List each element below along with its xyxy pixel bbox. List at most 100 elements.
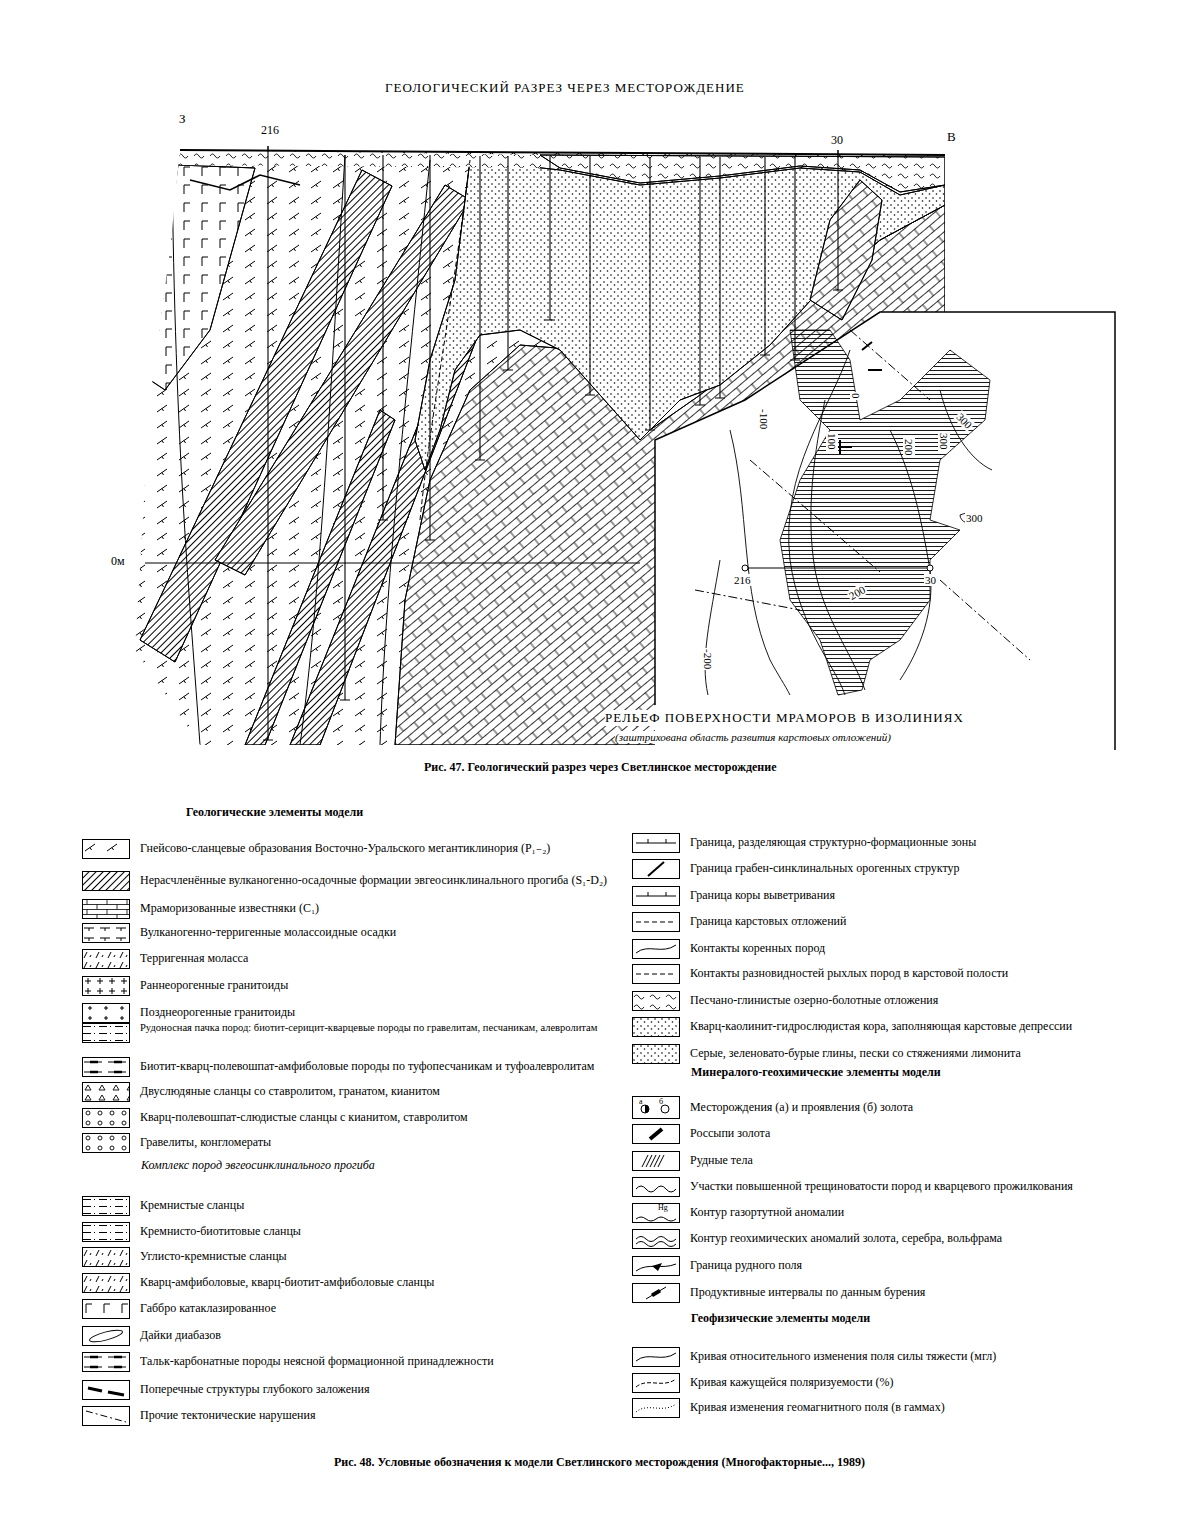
legend-text: Тальк-карбонатные породы неясной формаци… (140, 1355, 494, 1369)
legend-text: Кремнисто-биотитовые сланцы (140, 1225, 301, 1239)
legend-swatch (632, 1017, 680, 1037)
legend-heading: Комплекс пород эвгеосинклинального проги… (140, 1159, 376, 1172)
page-title: ГЕОЛОГИЧЕСКИЙ РАЗРЕЗ ЧЕРЕЗ МЕСТОРОЖДЕНИЕ (385, 80, 745, 96)
legend-swatch (632, 991, 680, 1011)
legend-text: Вулканогенно-терригенные молассоидные ос… (140, 926, 396, 940)
legend-swatch (82, 1380, 130, 1400)
legend-text: Углисто-кремнистые сланцы (140, 1250, 287, 1264)
symbol-text: а (638, 1098, 644, 1107)
legend-text: Кривая кажущейся поляризуемости (%) (690, 1376, 894, 1390)
legend-text: Граница коры выветривания (690, 889, 835, 903)
contour-number: 300 (965, 512, 984, 524)
legend-swatch (632, 1256, 680, 1276)
legend-text: Граница грабен-синклинальных орогенных с… (690, 862, 960, 876)
section-label: В (946, 130, 957, 144)
legend-swatch (82, 1352, 130, 1372)
section-label: 0м (110, 555, 126, 568)
legend-text: Продуктивные интервалы по данным бурения (690, 1286, 925, 1300)
legend-swatch (632, 1044, 680, 1064)
legend-swatch (632, 1124, 680, 1144)
contour-number: 0 (850, 392, 862, 400)
legend-swatch (632, 1203, 680, 1223)
inset-heading: РЕЛЬЕФ ПОВЕРХНОСТИ МРАМОРОВ В ИЗОЛИНИЯХ (605, 710, 964, 726)
inset-map-outline (600, 310, 1118, 752)
section-label: 30 (830, 134, 844, 147)
legend-text: Биотит-кварц-полевошпат-амфиболовые поро… (140, 1060, 594, 1074)
legend-swatch (632, 1347, 680, 1367)
legend-text: Кварц-каолинит-гидрослюдистая кора, запо… (690, 1020, 1072, 1034)
legend-swatch (82, 871, 130, 891)
legend-swatch (82, 1133, 130, 1153)
symbol-text: б (658, 1098, 664, 1107)
contour-number: -200 (702, 648, 714, 670)
legend-swatch (632, 964, 680, 984)
section-label: З (178, 112, 187, 126)
legend-swatch (632, 886, 680, 906)
legend-swatch (82, 1023, 130, 1043)
legend-text: Кривая относительного изменения поля сил… (690, 1350, 996, 1364)
legend-swatch (632, 1398, 680, 1418)
legend-text: Граница карстовых отложений (690, 915, 846, 929)
legend-text: Прочие тектонические нарушения (140, 1409, 315, 1423)
legend-swatch (82, 1108, 130, 1128)
figure-caption: Рис. 47. Геологический разрез через Свет… (424, 760, 776, 775)
legend-text: Контур геохимических аномалий золота, се… (690, 1232, 1002, 1246)
contour-number: 100 (826, 432, 838, 451)
legend-text: Мраморизованные известняки (C₁) (140, 902, 319, 916)
contour-number: 200 (903, 438, 915, 457)
contour-number: 216 (733, 574, 752, 586)
legend-text: Рудные тела (690, 1154, 753, 1168)
legend-text: Гравелиты, конгломераты (140, 1136, 271, 1150)
legend-text: Раннеорогенные гранитоиды (140, 979, 288, 993)
legend-swatch (82, 1247, 130, 1267)
legend-swatch (632, 859, 680, 879)
legend-text: Граница, разделяющая структурно-формацио… (690, 836, 976, 850)
legend-swatch (82, 1003, 130, 1023)
legend-text: Участки повышенной трещиноватости пород … (690, 1180, 1073, 1194)
legend-text: Контакты коренных пород (690, 942, 825, 956)
legend-heading: Геофизические элементы модели (690, 1312, 871, 1325)
legend-swatch (82, 1406, 130, 1426)
legend-text: Песчано-глинистые озерно-болотные отложе… (690, 994, 938, 1008)
legend-text: Терригенная моласса (140, 952, 248, 966)
legend-swatch (82, 1273, 130, 1293)
legend-swatch (82, 1299, 130, 1319)
legend-text: Габбро катаклазированное (140, 1302, 276, 1316)
legend-heading: Минералого-геохимические элементы модели (690, 1066, 942, 1079)
inset-subheading: (заштрихована область развития карстовых… (615, 731, 891, 743)
legend-text: Кремнистые сланцы (140, 1199, 244, 1213)
legend-text: Месторождения (а) и проявления (б) золот… (690, 1101, 913, 1115)
legend-swatch (82, 1222, 130, 1242)
legend-swatch (82, 899, 130, 919)
legend-text: Серые, зеленовато-бурые глины, пески со … (690, 1047, 1021, 1061)
legend-swatch (82, 1196, 130, 1216)
legend-swatch (82, 949, 130, 969)
legend-swatch (82, 1326, 130, 1346)
legend-swatch (632, 1373, 680, 1393)
legend-text: Поперечные структуры глубокого заложения (140, 1383, 369, 1397)
legend-swatch (82, 839, 130, 859)
legend-swatch (82, 1082, 130, 1102)
legend-text: Граница рудного поля (690, 1259, 802, 1273)
legend-swatch (82, 923, 130, 943)
legend-swatch (632, 1283, 680, 1303)
legend-text: Двуслюдяные сланцы со ставролитом, грана… (140, 1085, 440, 1099)
legend-text: Кривая изменения геомагнитного поля (в г… (690, 1401, 945, 1415)
contour-number: 30 (924, 574, 937, 586)
legend-text: Контакты разновидностей рыхлых пород в к… (690, 967, 1008, 981)
legend-text: Дайки диабазов (140, 1329, 221, 1343)
legend-text: Нерасчленённые вулканогенно-осадочные фо… (140, 874, 607, 888)
legend-swatch (632, 833, 680, 853)
legend-text: Позднеорогенные гранитоиды (140, 1006, 295, 1020)
legend-swatch (632, 1177, 680, 1197)
legend-swatch (632, 912, 680, 932)
legend-text: Гнейсово-сланцевые образования Восточно-… (140, 842, 550, 856)
legend-text: Контур газортутной аномалии (690, 1206, 844, 1220)
section-label: 216 (260, 124, 280, 137)
symbol-text: Hg (657, 1204, 669, 1213)
legend-text: Кварц-амфиболовые, кварц-биотит-амфиболо… (140, 1276, 434, 1290)
legend-swatch (632, 939, 680, 959)
legend-swatch (82, 1057, 130, 1077)
contour-number: 300 (938, 432, 950, 451)
